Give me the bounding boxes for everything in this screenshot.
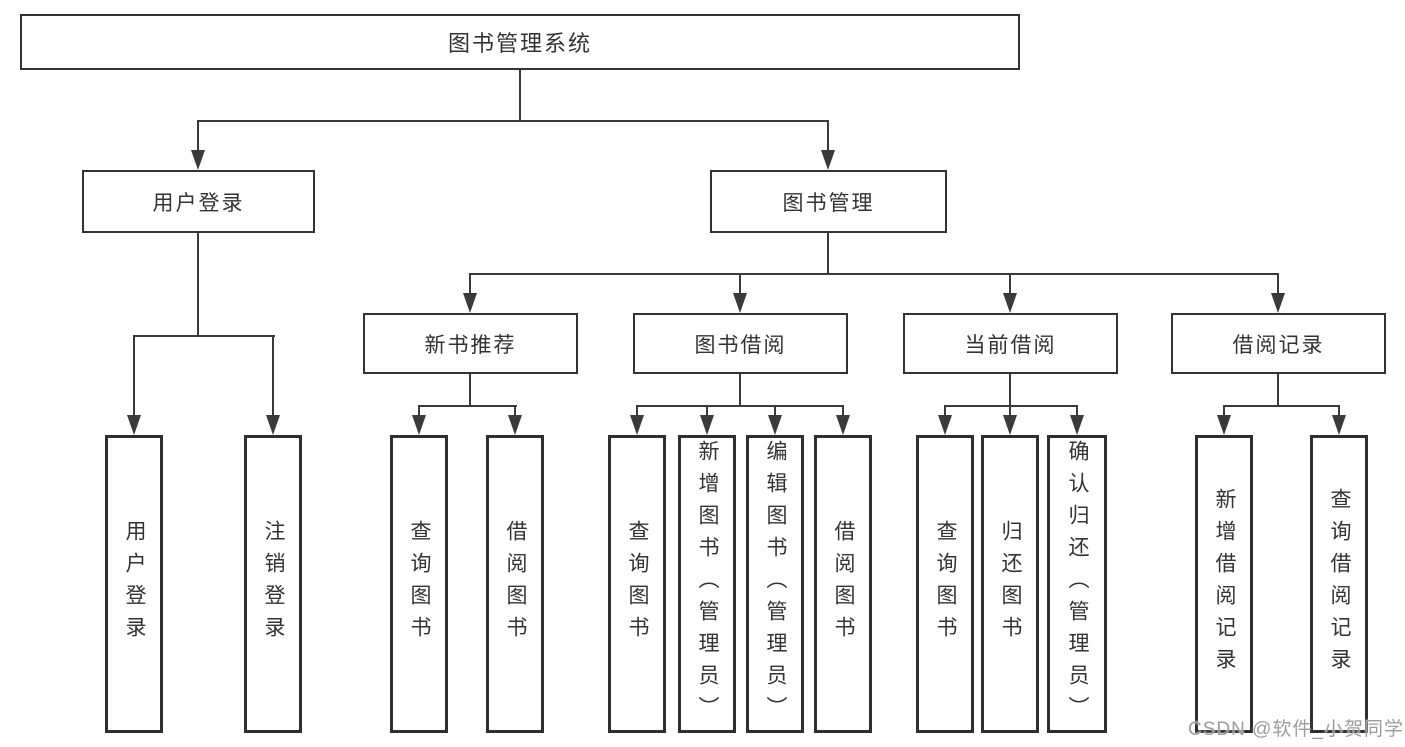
connector-line — [197, 120, 829, 122]
connector-line — [774, 405, 776, 417]
leaf-add-book-admin: 新增图书（管理员） — [678, 435, 736, 733]
connector-line — [133, 335, 275, 337]
leaf-query-books-recommend: 查询图书 — [390, 435, 448, 733]
arrow-down-icon — [191, 150, 205, 170]
connector-line — [1277, 273, 1279, 293]
connector-line — [1009, 405, 1011, 417]
arrow-down-icon — [836, 415, 850, 435]
leaf-query-books-borrowing-label: 查询图书 — [626, 520, 649, 648]
connector-line — [469, 273, 1279, 275]
node-new-book-recommendation-label: 新书推荐 — [424, 333, 517, 357]
connector-line — [636, 405, 638, 417]
arrow-down-icon — [1003, 415, 1017, 435]
node-book-management: 图书管理 — [710, 170, 947, 233]
leaf-logout-label: 注销登录 — [262, 520, 285, 648]
leaf-query-borrow-record: 查询借阅记录 — [1310, 435, 1368, 733]
arrow-down-icon — [127, 415, 141, 435]
connector-line — [418, 405, 420, 417]
connector-line — [842, 405, 844, 417]
node-system-root-label: 图书管理系统 — [447, 31, 592, 56]
leaf-confirm-return-admin-label: 确认归还（管理员） — [1066, 440, 1089, 728]
node-user-login: 用户登录 — [82, 170, 315, 233]
arrow-down-icon — [938, 415, 952, 435]
connector-line — [706, 405, 708, 417]
arrow-down-icon — [508, 415, 522, 435]
arrow-down-icon — [266, 415, 280, 435]
leaf-query-books-current-label: 查询图书 — [934, 520, 957, 648]
arrow-down-icon — [700, 415, 714, 435]
leaf-query-books-current: 查询图书 — [916, 435, 974, 733]
node-book-borrowing: 图书借阅 — [633, 313, 848, 374]
connector-line — [469, 374, 471, 405]
leaf-edit-book-admin-label: 编辑图书（管理员） — [764, 440, 787, 728]
leaf-return-books-label: 归还图书 — [999, 520, 1022, 648]
leaf-add-borrow-record-label: 新增借阅记录 — [1213, 488, 1236, 680]
arrow-down-icon — [821, 150, 835, 170]
connector-line — [1223, 405, 1340, 407]
connector-line — [944, 405, 1078, 407]
connector-line — [197, 120, 199, 150]
node-user-login-label: 用户登录 — [152, 191, 245, 215]
arrow-down-icon — [1271, 293, 1285, 313]
connector-line — [1076, 405, 1078, 417]
connector-line — [418, 405, 517, 407]
connector-line — [827, 233, 829, 273]
node-book-borrowing-label: 图书借阅 — [694, 333, 787, 357]
arrow-down-icon — [1217, 415, 1231, 435]
connector-line — [739, 273, 741, 293]
connector-line — [1223, 405, 1225, 417]
node-current-borrowing-label: 当前借阅 — [964, 333, 1057, 357]
arrow-down-icon — [1003, 293, 1017, 313]
arrow-down-icon — [733, 293, 747, 313]
leaf-add-book-admin-label: 新增图书（管理员） — [696, 440, 719, 728]
leaf-borrow-books: 借阅图书 — [814, 435, 872, 733]
connector-line — [1009, 273, 1011, 293]
leaf-borrow-books-recommend-label: 借阅图书 — [504, 520, 527, 648]
node-current-borrowing: 当前借阅 — [903, 313, 1118, 374]
leaf-confirm-return-admin: 确认归还（管理员） — [1047, 435, 1107, 733]
node-book-management-label: 图书管理 — [782, 191, 875, 215]
leaf-borrow-books-label: 借阅图书 — [832, 520, 855, 648]
leaf-logout: 注销登录 — [244, 435, 302, 733]
leaf-user-login-label: 用户登录 — [123, 520, 146, 648]
connector-line — [272, 335, 274, 415]
arrow-down-icon — [630, 415, 644, 435]
leaf-add-borrow-record: 新增借阅记录 — [1195, 435, 1253, 733]
leaf-query-borrow-record-label: 查询借阅记录 — [1328, 488, 1351, 680]
connector-line — [1277, 374, 1279, 405]
connector-line — [636, 405, 844, 407]
leaf-return-books: 归还图书 — [981, 435, 1039, 733]
connector-line — [133, 335, 135, 415]
leaf-borrow-books-recommend: 借阅图书 — [486, 435, 544, 733]
connector-line — [944, 405, 946, 417]
csdn-watermark: CSDN @软件_小贺同学 — [1188, 719, 1404, 740]
connector-line — [1338, 405, 1340, 417]
leaf-query-books-borrowing: 查询图书 — [608, 435, 666, 733]
connector-line — [197, 233, 199, 335]
connector-line — [1009, 374, 1011, 405]
node-new-book-recommendation: 新书推荐 — [363, 313, 578, 374]
arrow-down-icon — [412, 415, 426, 435]
leaf-query-books-recommend-label: 查询图书 — [408, 520, 431, 648]
connector-line — [739, 374, 741, 405]
connector-line — [827, 120, 829, 150]
node-borrowing-records: 借阅记录 — [1171, 313, 1386, 374]
arrow-down-icon — [463, 293, 477, 313]
arrow-down-icon — [768, 415, 782, 435]
leaf-user-login: 用户登录 — [105, 435, 163, 733]
connector-line — [519, 70, 521, 120]
connector-line — [514, 405, 516, 417]
leaf-edit-book-admin: 编辑图书（管理员） — [746, 435, 804, 733]
connector-line — [469, 273, 471, 293]
node-borrowing-records-label: 借阅记录 — [1232, 333, 1325, 357]
node-system-root: 图书管理系统 — [20, 14, 1020, 70]
arrow-down-icon — [1070, 415, 1084, 435]
arrow-down-icon — [1332, 415, 1346, 435]
